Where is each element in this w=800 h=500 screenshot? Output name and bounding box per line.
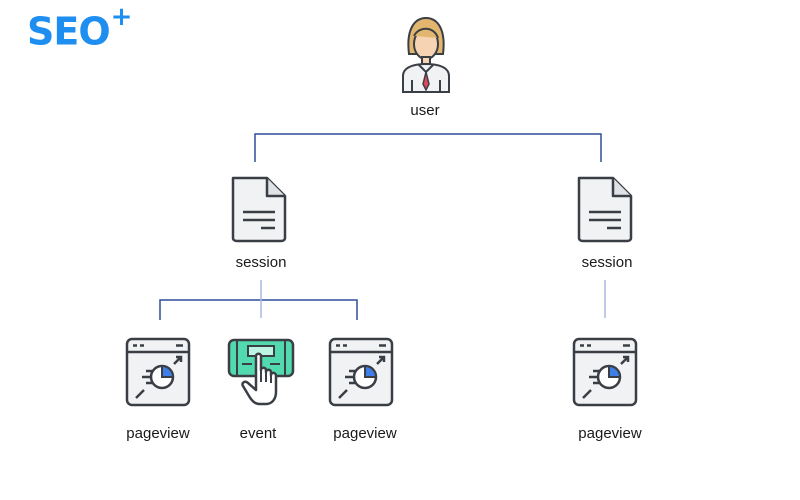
pageview-label-2: pageview bbox=[333, 425, 397, 442]
connector-session-children bbox=[159, 299, 358, 320]
pageview-icon bbox=[328, 337, 394, 407]
connector-user-sessions bbox=[254, 133, 602, 162]
pageview-node-3 bbox=[571, 336, 639, 408]
user-node bbox=[398, 14, 454, 96]
pageview-icon bbox=[572, 337, 638, 407]
event-label: event bbox=[239, 425, 277, 442]
pageview-node-1 bbox=[124, 336, 192, 408]
document-icon bbox=[577, 176, 633, 243]
pageview-node-2 bbox=[327, 336, 395, 408]
session-node-1 bbox=[229, 174, 289, 244]
document-icon bbox=[231, 176, 287, 243]
session-label-2: session bbox=[581, 254, 633, 271]
pageview-label-1: pageview bbox=[126, 425, 190, 442]
event-node bbox=[226, 336, 296, 410]
session-label-1: session bbox=[235, 254, 287, 271]
user-label: user bbox=[410, 102, 440, 119]
logo-plus: + bbox=[110, 2, 133, 32]
user-icon bbox=[402, 16, 450, 93]
logo-text: SEO bbox=[27, 9, 111, 54]
touch-event-icon bbox=[227, 338, 295, 406]
pageview-label-3: pageview bbox=[578, 425, 642, 442]
session-node-2 bbox=[575, 174, 635, 244]
seo-plus-logo: SEO+ bbox=[27, 4, 132, 54]
pageview-icon bbox=[125, 337, 191, 407]
